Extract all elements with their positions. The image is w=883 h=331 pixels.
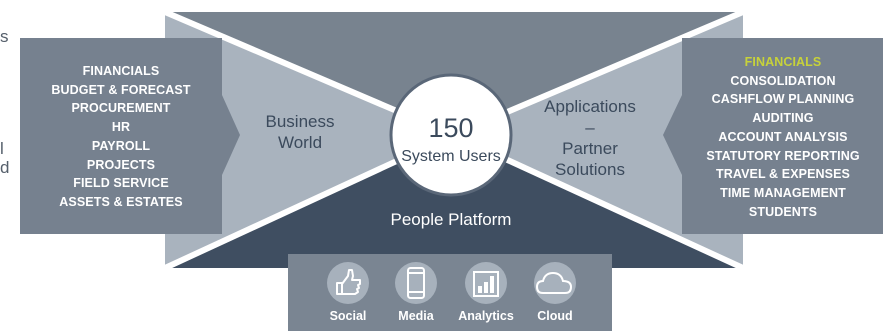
- business-world-label: Business World: [265, 112, 335, 152]
- business-modules-list: FINANCIALS BUDGET & FORECAST PROCUREMENT…: [20, 62, 222, 212]
- list-item-highlighted: FINANCIALS: [744, 55, 822, 69]
- list-item: PROCUREMENT: [71, 101, 171, 116]
- left-panel: [20, 38, 240, 234]
- cloud-label: Cloud: [537, 309, 573, 323]
- list-item: FIELD SERVICE: [73, 176, 169, 191]
- media-label: Media: [398, 309, 434, 323]
- list-item: ASSETS & ESTATES: [59, 194, 183, 209]
- center-number: 150: [428, 113, 474, 143]
- cutoff-text-fragment: d: [0, 158, 10, 177]
- business-world-region: [165, 12, 453, 268]
- list-item: PROJECTS: [86, 157, 156, 172]
- bar-chart-icon: [473, 271, 499, 297]
- list-item: AUDITING: [752, 111, 814, 126]
- applications-region: [453, 12, 743, 268]
- list-item: BUDGET & FORECAST: [51, 82, 191, 97]
- right-panel: [663, 38, 883, 234]
- analytics-label: Analytics: [458, 309, 514, 323]
- thumbs-up-icon: [336, 269, 361, 295]
- top-band: [165, 12, 743, 135]
- list-item: HR: [111, 120, 131, 135]
- people-platform-region: [165, 135, 743, 268]
- social-label: Social: [329, 309, 367, 323]
- list-item: TIME MANAGEMENT: [720, 185, 846, 200]
- list-item: FINANCIALS: [82, 64, 160, 78]
- people-platform-label: People Platform: [390, 210, 512, 229]
- media-icon-circle: [395, 262, 437, 304]
- list-item: CASHFLOW PLANNING: [711, 92, 855, 107]
- cutoff-text-fragment: l: [0, 139, 4, 158]
- social-icon-circle: [327, 262, 369, 304]
- center-circle: [389, 73, 513, 197]
- list-item: PAYROLL: [91, 138, 151, 153]
- smartphone-icon: [407, 267, 425, 299]
- cloud-icon: [535, 271, 573, 294]
- list-item: TRAVEL & EXPENSES: [716, 167, 850, 182]
- cutoff-text-fragment: s: [0, 27, 9, 46]
- center-caption: System Users: [401, 148, 501, 165]
- list-item: ACCOUNT ANALYSIS: [718, 129, 848, 144]
- applications-label: Applications – Partner Solutions: [544, 97, 636, 179]
- list-item: STATUTORY REPORTING: [706, 148, 860, 163]
- list-item: CONSOLIDATION: [730, 73, 836, 88]
- application-modules-list: FINANCIALS CONSOLIDATION CASHFLOW PLANNI…: [696, 53, 870, 221]
- list-item: STUDENTS: [748, 204, 818, 219]
